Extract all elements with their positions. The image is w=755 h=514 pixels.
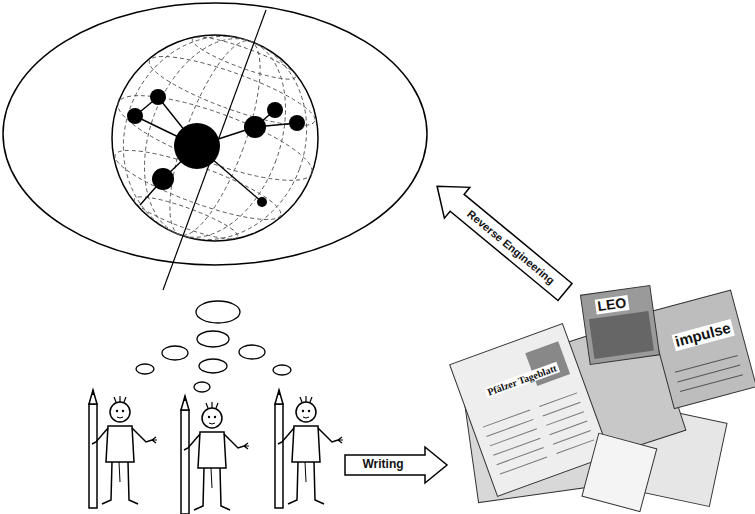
writer-figures bbox=[89, 390, 343, 514]
globe bbox=[95, 10, 335, 290]
reverse-engineering-arrow bbox=[424, 171, 577, 308]
arrow-label: Reverse Engineering bbox=[463, 206, 558, 288]
writing-arrow bbox=[345, 447, 447, 483]
thought-ellipse bbox=[3, 3, 427, 265]
thought-bubbles bbox=[136, 301, 291, 392]
arrow-label: Writing bbox=[360, 458, 405, 471]
newspaper-pile bbox=[450, 285, 755, 511]
